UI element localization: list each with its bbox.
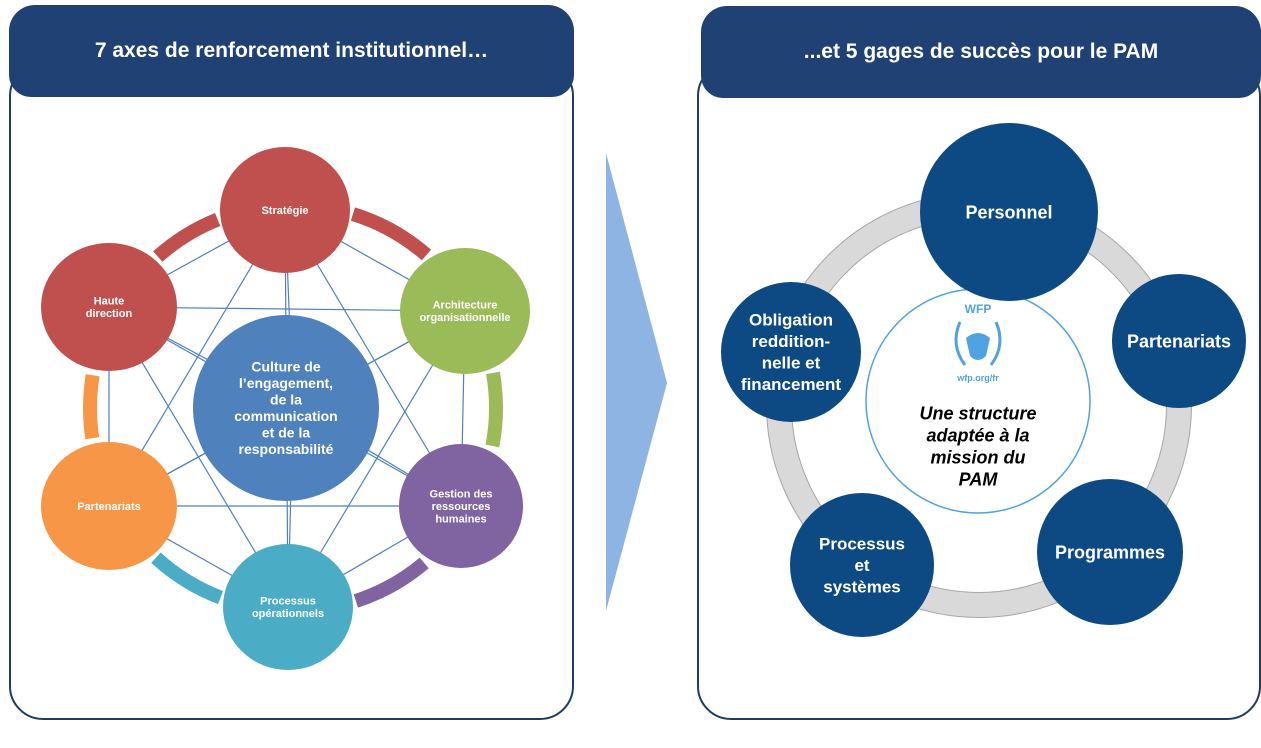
arc-segment bbox=[151, 552, 224, 605]
node-circle bbox=[400, 248, 530, 374]
node-circle bbox=[223, 544, 353, 670]
logo-url: wfp.org/fr bbox=[956, 373, 999, 383]
right-panel-title: ...et 5 gages de succès pour le PAM bbox=[701, 6, 1261, 98]
node-personnel: Personnel bbox=[920, 123, 1098, 301]
node-partenariats: Partenariats bbox=[1112, 274, 1246, 408]
node-circle bbox=[1037, 479, 1183, 625]
node-label: Personnel bbox=[965, 202, 1052, 222]
node-label: Programmes bbox=[1055, 542, 1165, 562]
node-circle bbox=[41, 243, 177, 371]
arc-segment bbox=[83, 374, 100, 440]
node-circle bbox=[790, 493, 934, 637]
arc-segment bbox=[153, 213, 221, 262]
globe-icon bbox=[966, 333, 990, 360]
node-strategie: Stratégie bbox=[220, 147, 350, 273]
center-circle bbox=[193, 315, 379, 501]
node-label: Partenariats bbox=[77, 501, 141, 513]
arc-segments bbox=[83, 207, 503, 608]
node-circle bbox=[920, 123, 1098, 301]
transition-arrow bbox=[606, 153, 667, 611]
node-circle bbox=[220, 147, 350, 273]
node-circle bbox=[41, 442, 177, 570]
node-circle bbox=[399, 444, 523, 568]
laurel-icon bbox=[954, 321, 1002, 366]
node-circle bbox=[1112, 274, 1246, 408]
node-circle bbox=[721, 282, 861, 422]
arc-segment bbox=[353, 557, 429, 608]
arc-segment bbox=[350, 207, 432, 261]
logo-text: WFP bbox=[965, 302, 992, 316]
arc-segment bbox=[485, 371, 503, 448]
wfp-logo-icon: WFP wfp.org/fr bbox=[954, 302, 1002, 383]
node-partenariats: Partenariats bbox=[41, 442, 177, 570]
left-panel-title: 7 axes de renforcement institutionnel… bbox=[9, 5, 574, 97]
node-label: Partenariats bbox=[1127, 331, 1231, 351]
node-label: Stratégie bbox=[261, 205, 308, 217]
node-programmes: Programmes bbox=[1037, 479, 1183, 625]
